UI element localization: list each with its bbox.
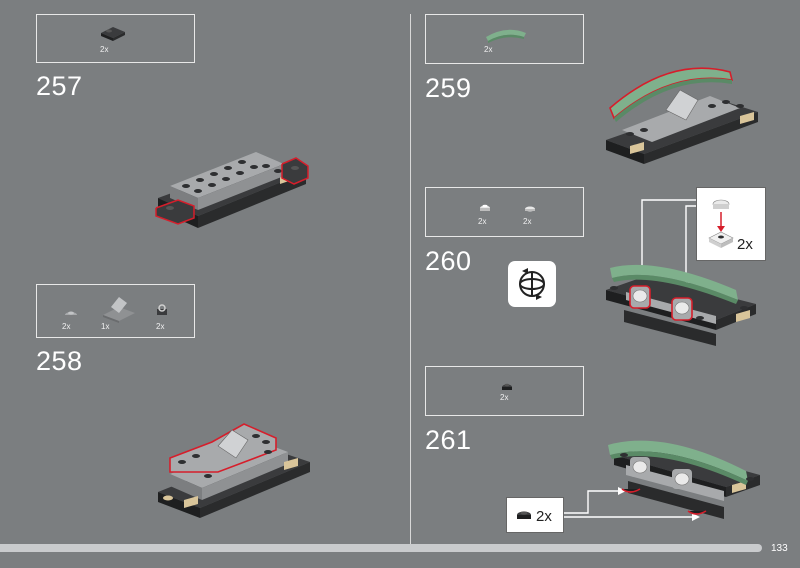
round-tile-light-icon [525, 206, 535, 212]
step-number-257: 257 [36, 71, 83, 101]
part-qty: 2x [500, 393, 509, 402]
parts-box-259: 2x [425, 14, 584, 64]
green-curved-slope-icon [486, 29, 526, 43]
column-divider [410, 14, 411, 544]
step-number-261: 261 [425, 425, 472, 455]
step-number-258: 258 [36, 346, 83, 376]
model-step-258-illustration [158, 423, 310, 518]
dark-slope-plate-icon [101, 27, 125, 41]
part-qty: 2x [523, 217, 532, 226]
callout-261: 2x [506, 497, 564, 533]
model-step-259-illustration [606, 67, 758, 164]
subassembly-tile-on-plate-icon [708, 199, 734, 248]
parts-box-261: 2x [425, 366, 584, 416]
parts-box-260: 2x 2x [425, 187, 584, 237]
round-plate-dark-icon [517, 511, 531, 519]
model-step-261-illustration [564, 440, 760, 521]
slope-grey-icon [103, 297, 135, 323]
callout-qty: 2x [737, 236, 753, 253]
part-qty: 2x [484, 45, 493, 54]
callout-260: 2x [696, 187, 766, 261]
model-step-260-illustration [606, 199, 756, 346]
part-qty: 2x [62, 322, 71, 331]
step-number-259: 259 [425, 73, 472, 103]
rotate-model-icon [508, 261, 556, 307]
model-step-257-illustration [155, 152, 309, 228]
parts-box-258: 2x 1x 2x [36, 284, 195, 338]
part-qty: 2x [100, 45, 109, 54]
step-number-260: 260 [425, 246, 472, 276]
part-qty: 2x [156, 322, 165, 331]
part-qty: 2x [478, 217, 487, 226]
clip-plate-icon [157, 304, 167, 315]
round-plate-grey-icon [65, 311, 77, 318]
parts-box-257: 2x [36, 14, 195, 63]
page-number: 133 [771, 543, 788, 554]
part-qty: 1x [101, 322, 110, 331]
round-plate-light-icon [480, 204, 490, 211]
page-footer-bar [0, 544, 762, 552]
round-plate-dark-icon [502, 383, 512, 390]
callout-qty: 2x [536, 508, 552, 525]
